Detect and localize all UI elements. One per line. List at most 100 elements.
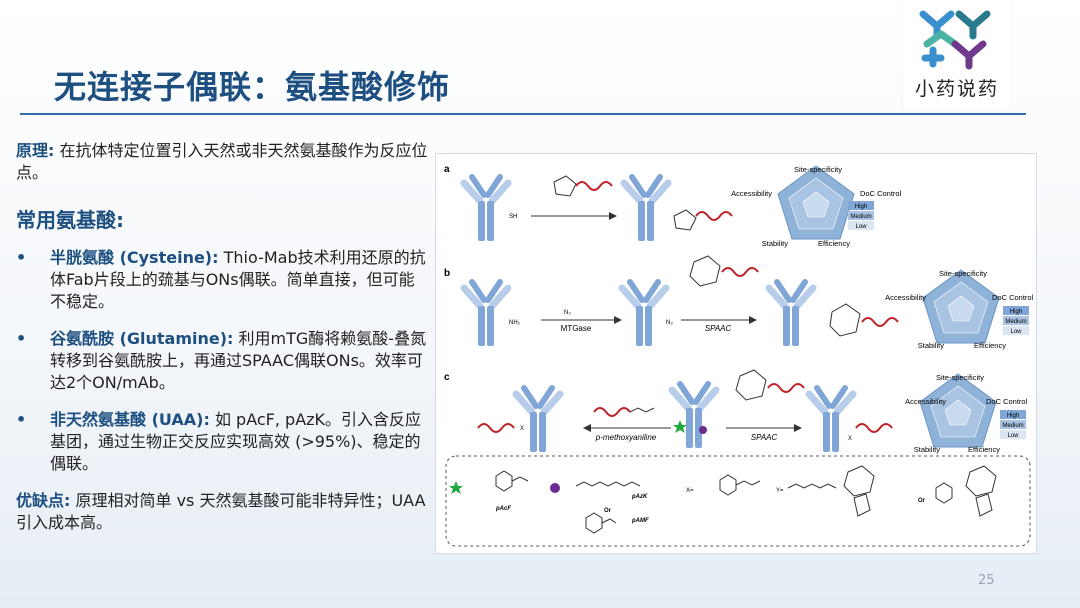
methoxyaniline-label: p-methoxyaniline xyxy=(595,433,657,442)
list-item-glutamine: • 谷氨酰胺 (Glutamine): 利用mTG酶将赖氨酸-叠氮转移到谷氨酰胺上… xyxy=(16,328,428,394)
antibody-b-product xyxy=(769,282,813,346)
figure-svg: a b c SH Site-specificity Accessibility … xyxy=(444,164,1034,547)
radar-a-doc: DoC Control xyxy=(860,189,902,198)
text-column: 原理: 在抗体特定位置引入天然或非天然氨基酸作为反应位点。 常用氨基酸: • 半胱… xyxy=(16,140,428,534)
antibody-b-start xyxy=(464,282,508,346)
thiol-label: SH xyxy=(509,214,517,220)
logo-icon xyxy=(919,10,991,70)
radar-b-access: Accessibility xyxy=(885,293,926,302)
conjugation-figure: a b c SH Site-specificity Accessibility … xyxy=(435,153,1037,554)
pros-cons-label: 优缺点: xyxy=(16,491,71,510)
title-divider xyxy=(20,113,1026,115)
antibody-c-uaa xyxy=(672,384,716,448)
spaac-label-c: SPAAC xyxy=(751,433,778,442)
methoxyaniline-reagent xyxy=(593,407,655,417)
radar-a-efficiency: Efficiency xyxy=(818,239,850,248)
list-item-text: Thio-Mab技术利用还原的抗体Fab片段上的巯基与ONs偶联。简单直接，但可… xyxy=(50,248,426,311)
legend-b: High Medium Low xyxy=(1003,306,1029,335)
mtgase-label: MTGase xyxy=(561,324,592,333)
amide-label: NH₂ xyxy=(509,320,521,326)
panel-label-c: c xyxy=(444,372,450,383)
x-equals-label: X= xyxy=(686,488,694,494)
dbco-reagent-c xyxy=(735,369,805,401)
radar-chart-c xyxy=(919,373,997,448)
radar-c-stability: Stability xyxy=(914,445,941,454)
radar-c-access: Accessibility xyxy=(905,397,946,406)
pacf-label: pAcF xyxy=(495,506,511,512)
radar-b-doc: DoC Control xyxy=(992,293,1034,302)
bullet-marker: • xyxy=(16,248,27,267)
pamf-label: pAMF xyxy=(631,518,649,524)
triazole-linker-b xyxy=(829,303,899,337)
legend-c: High Medium Low xyxy=(1000,410,1026,439)
purple-dot-legend-icon xyxy=(550,483,560,493)
logo-text: 小药说药 xyxy=(914,78,999,100)
radar-b-stability: Stability xyxy=(918,341,945,350)
pros-cons-paragraph: 优缺点: 原理相对简单 vs 天然氨基酸可能非特异性；UAA引入成本高。 xyxy=(16,490,428,534)
antibody-a-start xyxy=(464,177,508,241)
legend-high: High xyxy=(1010,309,1022,315)
legend-high: High xyxy=(855,204,867,210)
pros-cons-text: 原理相对简单 vs 天然氨基酸可能非特异性；UAA引入成本高。 xyxy=(16,491,426,532)
logo: 小药说药 xyxy=(903,0,1011,110)
maleimide-reagent xyxy=(553,175,613,197)
panel-label-a: a xyxy=(444,164,450,175)
principle-text: 在抗体特定位置引入天然或非天然氨基酸作为反应位点。 xyxy=(16,141,428,182)
legend-high: High xyxy=(1007,413,1019,419)
list-item-name: 非天然氨基酸 (UAA): xyxy=(50,410,210,429)
legend-low: Low xyxy=(855,224,867,230)
y-structure: Y= xyxy=(776,465,875,517)
page-title: 无连接子偶联：氨基酸修饰 xyxy=(54,68,451,106)
spaac-label-b: SPAAC xyxy=(705,324,732,333)
star-legend-icon xyxy=(449,481,463,494)
list-item-name: 谷氨酰胺 (Glutamine): xyxy=(50,329,234,348)
radar-a-access: Accessibility xyxy=(731,189,772,198)
list-item-name: 半胱氨酸 (Cysteine): xyxy=(50,248,219,267)
uaa-structures-box xyxy=(445,455,1031,547)
page-number: 25 xyxy=(978,573,995,588)
pamf-structure: pAMF xyxy=(585,512,649,534)
legend-medium: Medium xyxy=(1002,423,1023,429)
or-label-2: Or xyxy=(918,498,926,504)
thiosuccinimide-linker xyxy=(673,209,733,231)
or-label-1: Or xyxy=(604,508,612,514)
list-item-text: 利用mTG酶将赖氨酸-叠氮转移到谷氨酰胺上，再通过SPAAC偶联ONs。效率可达… xyxy=(50,329,427,392)
antibody-c-product-left xyxy=(516,388,560,452)
radar-b-efficiency: Efficiency xyxy=(974,341,1006,350)
antibody-c-product-right xyxy=(809,388,853,452)
radar-c-doc: DoC Control xyxy=(986,397,1028,406)
list-item-cysteine: • 半胱氨酸 (Cysteine): Thio-Mab技术利用还原的抗体Fab片段… xyxy=(16,247,428,313)
common-amino-acids-heading: 常用氨基酸: xyxy=(16,208,124,232)
dbco-reagent xyxy=(689,255,759,287)
pacf-structure: pAcF xyxy=(495,470,529,512)
amino-acid-list: • 半胱氨酸 (Cysteine): Thio-Mab技术利用还原的抗体Fab片段… xyxy=(16,247,428,475)
antibody-b-mid xyxy=(622,282,666,346)
legend-medium: Medium xyxy=(1005,319,1026,325)
radar-c-site: Site-specificity xyxy=(936,373,984,382)
or-structure: Or xyxy=(918,465,997,517)
purple-dot-marker-icon xyxy=(699,426,707,434)
radar-b-site: Site-specificity xyxy=(939,269,987,278)
lysine-azide-label: N₃ xyxy=(564,310,571,316)
legend-low: Low xyxy=(1010,329,1022,335)
pazk-label: pAzK xyxy=(631,494,648,500)
azide-label: N₃ xyxy=(666,320,673,326)
x-structure: X= xyxy=(686,474,761,496)
principle-paragraph: 原理: 在抗体特定位置引入天然或非天然氨基酸作为反应位点。 xyxy=(16,140,428,184)
bullet-marker: • xyxy=(16,329,27,348)
list-item-text: 如 pAcF, pAzK。引入含反应基团，通过生物正交反应实现高效 (>95%)… xyxy=(50,410,422,473)
antibody-a-product xyxy=(624,177,668,241)
radar-c-efficiency: Efficiency xyxy=(968,445,1000,454)
legend-medium: Medium xyxy=(850,214,871,220)
pacf-conjugate-product: X xyxy=(477,423,524,433)
radar-a-stability: Stability xyxy=(762,239,789,248)
x-linker-label-right: X xyxy=(848,436,852,442)
panel-label-b: b xyxy=(444,268,450,279)
radar-a-site: Site-specificity xyxy=(794,165,842,174)
legend-a: High Medium Low xyxy=(848,201,874,230)
radar-chart-a xyxy=(777,165,855,240)
legend-low: Low xyxy=(1007,433,1019,439)
radar-chart-b xyxy=(922,269,1000,344)
y-equals-label: Y= xyxy=(776,488,784,494)
list-item-uaa: •非天然氨基酸 (UAA): 如 pAcF, pAzK。引入含反应基团，通过生物… xyxy=(16,409,428,475)
